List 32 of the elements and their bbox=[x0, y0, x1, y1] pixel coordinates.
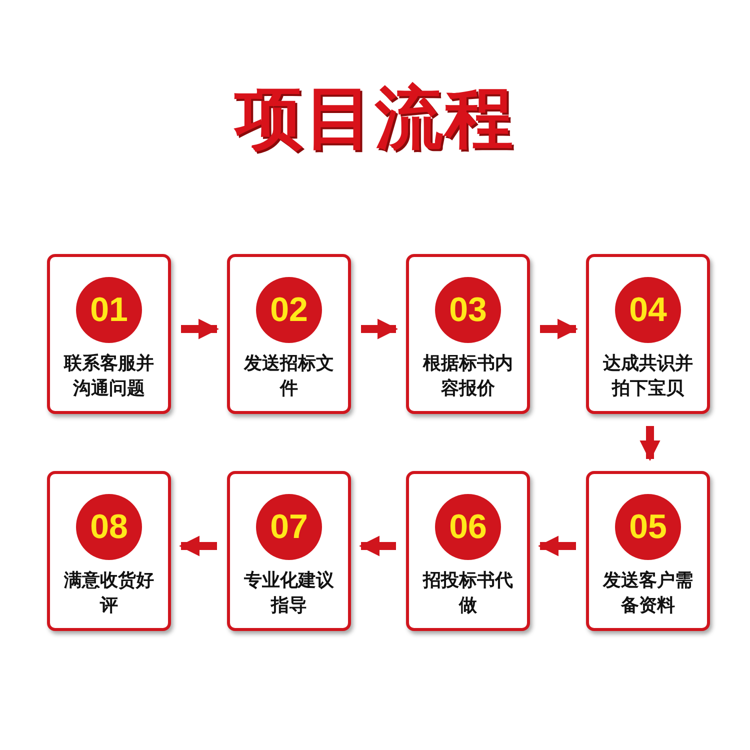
step-card bbox=[227, 471, 351, 631]
step-label: 专业化建议指导 bbox=[243, 569, 335, 618]
step-card bbox=[47, 471, 171, 631]
step-label: 根据标书内容报价 bbox=[422, 352, 514, 401]
step-number: 06 bbox=[435, 494, 501, 560]
step-number: 04 bbox=[615, 277, 681, 343]
arrow bbox=[181, 318, 220, 340]
arrow bbox=[538, 536, 576, 556]
step-card bbox=[406, 254, 530, 414]
step-number: 02 bbox=[256, 277, 322, 343]
step-label: 发送客户需备资料 bbox=[602, 569, 694, 618]
step-label: 满意收货好评 bbox=[62, 569, 155, 618]
step-card bbox=[406, 471, 530, 631]
step-card bbox=[47, 254, 171, 414]
step-number: 05 bbox=[615, 494, 681, 560]
step-number: 01 bbox=[76, 277, 142, 343]
step-card bbox=[586, 254, 710, 414]
step-card bbox=[227, 254, 351, 414]
arrow bbox=[178, 536, 217, 556]
arrow bbox=[540, 318, 578, 340]
step-number: 07 bbox=[256, 494, 322, 560]
step-number: 08 bbox=[76, 494, 142, 560]
step-label: 发送招标文件 bbox=[242, 352, 335, 401]
arrow bbox=[358, 536, 396, 556]
step-card bbox=[586, 471, 710, 631]
arrow bbox=[361, 318, 398, 340]
step-number: 03 bbox=[435, 277, 501, 343]
step-label: 联系客服并沟通问题 bbox=[62, 352, 155, 401]
step-label: 达成共识并拍下宝贝 bbox=[602, 352, 694, 401]
title: 项目流程 bbox=[232, 78, 516, 160]
step-label: 招投标书代做 bbox=[422, 569, 514, 618]
arrow bbox=[640, 426, 660, 462]
